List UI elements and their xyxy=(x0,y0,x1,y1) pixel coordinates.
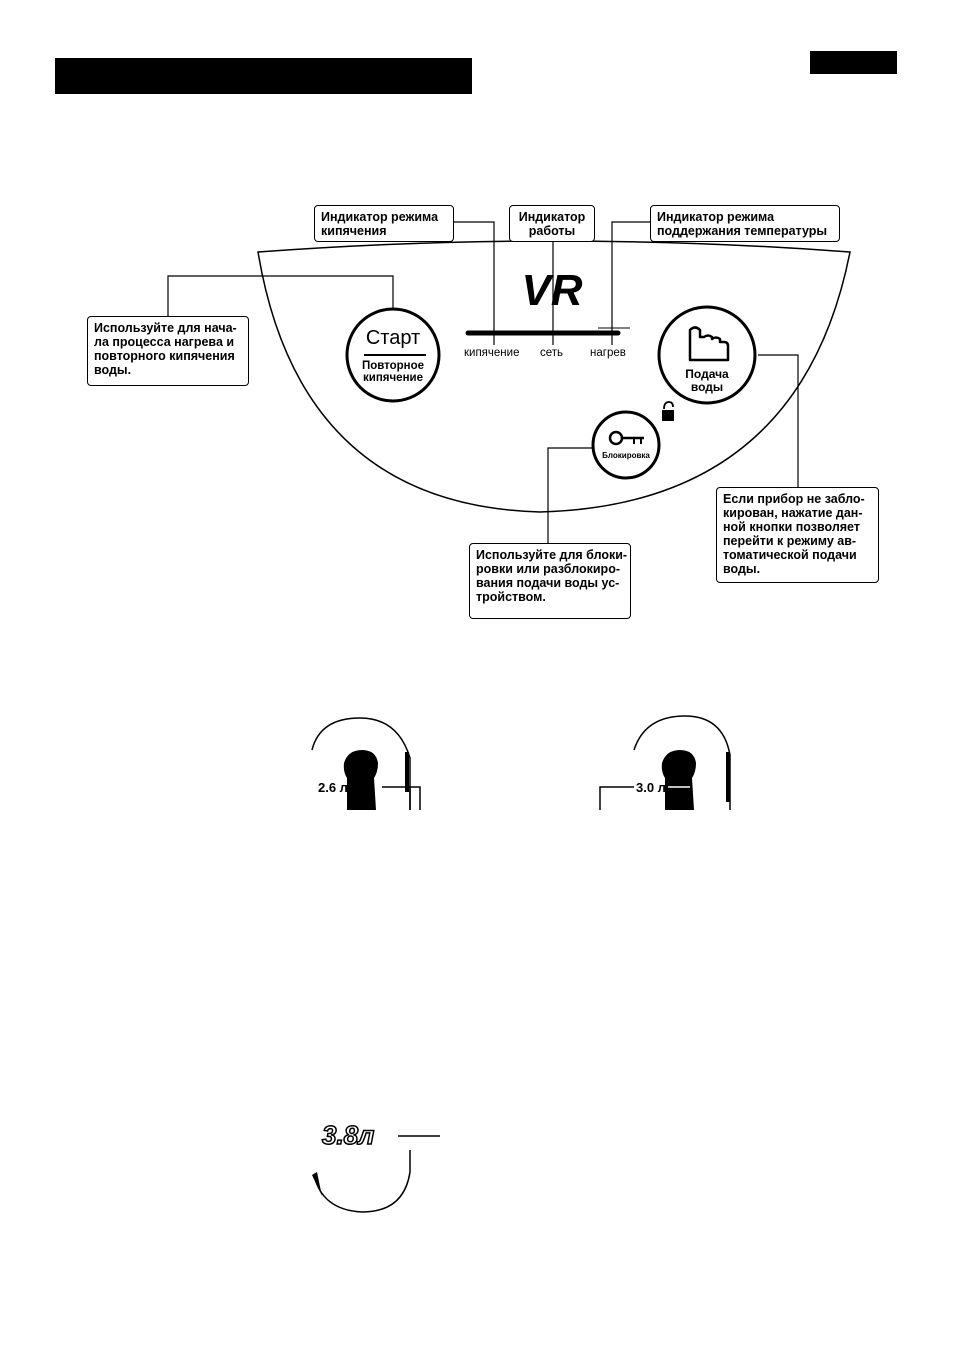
lock-button-label[interactable]: Блокировка xyxy=(602,451,650,460)
start-button-title[interactable]: Старт xyxy=(365,327,421,349)
gauge-1 xyxy=(311,717,421,810)
brand-logo: VR xyxy=(521,266,582,315)
indicator-label-heat: нагрев xyxy=(590,347,626,359)
callout-dispense-usage: Если прибор не забло- кирован, нажатие д… xyxy=(716,487,879,583)
indicator-label-boil: кипячение xyxy=(464,347,520,359)
hand-press-icon xyxy=(688,326,730,362)
page-tab-marker xyxy=(810,51,897,74)
gauge-2-label: 3.0 л xyxy=(636,780,666,795)
open-padlock-icon xyxy=(662,401,674,421)
callout-boil-indicator: Индикатор режима кипячения xyxy=(314,205,454,242)
gauge-3 xyxy=(312,1135,440,1213)
dispense-button-ring[interactable] xyxy=(657,305,757,405)
callout-start-usage: Используйте для нача- ла процесса нагрев… xyxy=(87,316,249,386)
gauge-3-label: 3.8л xyxy=(321,1119,375,1151)
key-icon xyxy=(608,430,644,446)
dispense-button-label[interactable]: Подача воды xyxy=(685,367,729,394)
gauge-2 xyxy=(599,715,731,810)
leader-lock xyxy=(547,447,594,543)
leader-start xyxy=(167,275,394,318)
leader-dispense xyxy=(758,354,799,488)
callout-keepwarm-indicator: Индикатор режима поддержания температуры xyxy=(650,205,840,242)
callout-lock-usage: Используйте для блоки- ровки или разблок… xyxy=(469,543,631,619)
gauge-1-label: 2.6 л xyxy=(318,780,348,795)
section-header-bar xyxy=(55,58,472,94)
lock-button-ring[interactable] xyxy=(591,410,661,480)
leader-heat xyxy=(611,221,650,345)
start-button-subtitle[interactable]: Повторное кипячение xyxy=(361,360,425,384)
leader-boil xyxy=(454,221,495,345)
indicator-label-power: сеть xyxy=(540,347,564,359)
callout-work-indicator: Индикатор работы xyxy=(509,205,595,242)
